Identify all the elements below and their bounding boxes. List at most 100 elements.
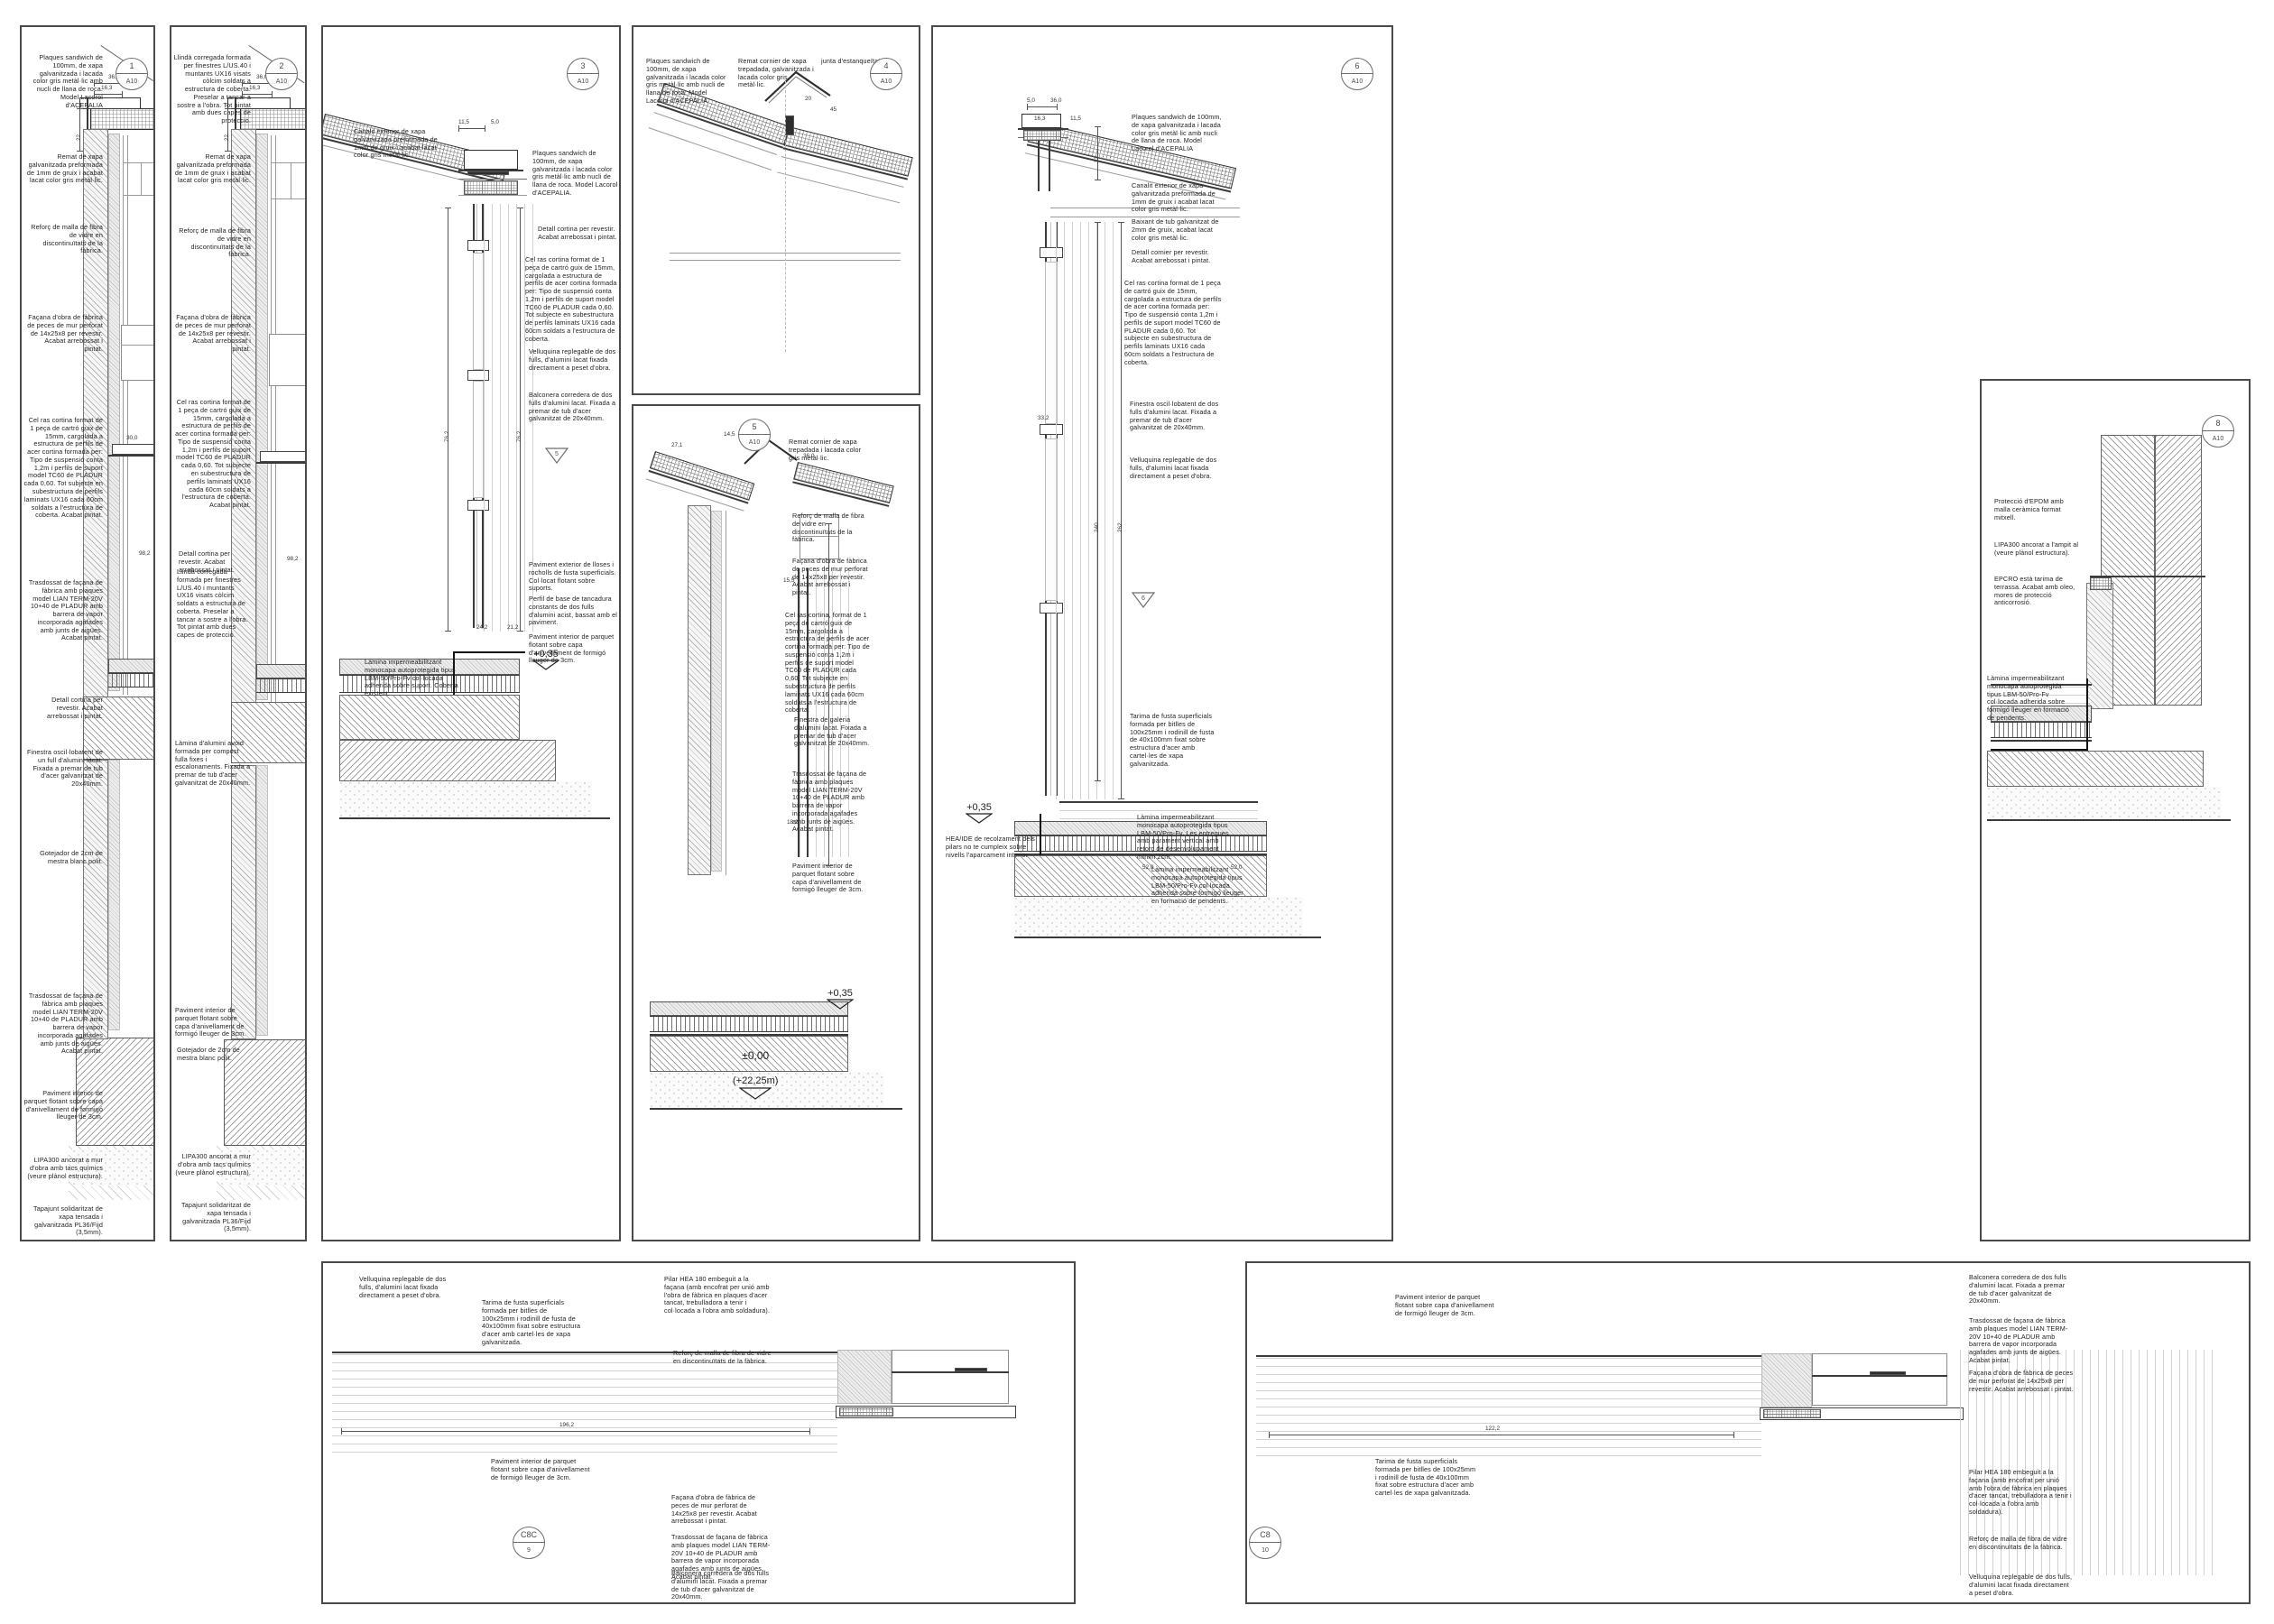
bubble-number: C8 [1250,1527,1280,1543]
dimension-text: 30,0 [126,435,138,441]
detail-panel-4[interactable]: Plaques sandwich de 100mm, de xapa galva… [632,25,920,395]
annotation-text: Paviment exterior de lloses i rocholls d… [529,560,616,593]
annotation-text: Tarima de fusta superficials formada per… [1375,1457,1476,1498]
annotation-text: LIPA300 ancorat a l'ampit al (veure plàn… [1994,540,2079,557]
detail-bubble[interactable]: 1 A10 [116,58,148,90]
svg-text:5: 5 [555,451,559,457]
annotation-text: Tarima de fusta superficials formada per… [1130,712,1215,768]
bubble-ref: A10 [1351,78,1363,85]
annotation-text: Perfil de base de tancadura constants de… [529,595,617,627]
dimension-text: 24,2 [476,624,488,631]
annotation-text: Balconera corredera de dos fulls d'alumi… [1969,1273,2067,1306]
bubble-number: 2 [266,59,297,74]
bubble-ref: A10 [880,78,892,85]
dimension-text: 22 [1094,155,1100,162]
detail-panel-6[interactable]: Plaques sandwich de 100mm, de xapa galva… [931,25,1393,1241]
detail-bubble[interactable]: 2 A10 [265,58,298,90]
section-marker-icon: 5 [544,448,569,464]
bubble-ref: A10 [577,78,589,85]
dimension-text: 52,0 [1142,864,1154,871]
detail-panel-2[interactable]: Llindà corregada formada per finestres L… [170,25,307,1241]
annotation-text: Baixant de tub galvanitzat de 2mm de gru… [1132,217,1219,242]
annotation-text: Paviment interior de parquet flotant sob… [1395,1293,1494,1317]
elevation-marker: +0,35 [966,790,993,835]
detail-bubble[interactable]: C8C 9 [513,1527,545,1559]
dimension-text: 36,0 [256,74,268,80]
annotation-text: Protecció d'EPDM amb malla ceràmica form… [1994,497,2064,521]
dimension-text: 196,2 [559,1422,574,1428]
dimension-text: 76,2 [444,430,450,442]
detail-bubble[interactable]: 3 A10 [567,58,599,90]
annotation-text: Plaques sandwich de 100mm, de xapa galva… [532,149,618,197]
bubble-ref: A10 [2212,436,2224,442]
annotation-text: Balconera corredera de dos fulls d'alumi… [671,1569,770,1601]
detail-panel-1[interactable]: Plaques sandwich de 100mm, de xapa galva… [20,25,155,1241]
bubble-number: 6 [1342,59,1373,74]
annotation-text: Paviment interior de parquet flotant sob… [792,862,864,894]
bubble-ref: 10 [1262,1547,1269,1554]
bubble-ref: A10 [748,439,761,446]
dimension-text: 76,2 [516,430,522,442]
bubble-ref: 9 [527,1547,531,1554]
dimension-text: 5,0 [1027,97,1035,104]
dimension-text: 262 [1117,522,1123,532]
annotation-text: Remat cornier de xapa trepadada i lacada… [789,438,862,462]
detail-panel-7[interactable]: Protecció d'EPDM amb malla ceràmica form… [1980,379,2251,1241]
bubble-number: 1 [116,59,147,74]
bubble-number: 3 [568,59,598,74]
dimension-text: 122,2 [1485,1426,1500,1432]
dimension-text: 98,2 [139,550,151,557]
bubble-ref: A10 [275,78,288,85]
dimension-text: 36,0 [803,453,815,459]
dimension-text: 22 [224,134,230,141]
dimension-text: 11,5 [1070,115,1081,122]
detail-bubble[interactable]: 6 A10 [1341,58,1373,90]
section-marker-icon: 6 [1131,592,1156,608]
dimension-text: 21,2 [507,624,519,631]
annotation-text: Finestra oscil·lobatent de dos fulls d'a… [1130,400,1219,432]
dimension-text: 45 [830,106,837,113]
dimension-text: 22 [76,134,82,141]
detail-bubble[interactable]: 5 A10 [738,419,771,451]
bubble-number: 4 [871,59,901,74]
annotation-text: Tarima de fusta superficials formada per… [482,1298,581,1346]
annotation-text: Cel ras cortina format de 1 peça de cart… [1124,279,1222,366]
detail-bubble[interactable]: C8 10 [1249,1527,1281,1559]
dimension-text: 14,5 [724,431,735,438]
annotation-text: EPCRO està tarima de terrassa. Acabat am… [1994,575,2075,607]
dimension-text: 16,3 [101,85,113,91]
annotation-text: Balconera corredera de dos fulls d'alumi… [529,391,616,423]
elevation-marker-datum: ±0,00 (+22,25m) [733,1038,778,1112]
dimension-text: 36,0 [1050,97,1062,104]
annotation-text: Velluquina replegable de dos fulls, d'al… [359,1275,447,1299]
dimension-text: 18,2 [787,819,799,826]
dimension-text: 33,2 [1038,415,1049,421]
annotation-text: Detall cornier per revestir. Acabat arre… [1132,248,1211,264]
annotation-text: Tapajunt solidaritzat de xapa tensada i … [33,1204,103,1237]
elevation-marker: +0,35 [827,976,854,1021]
detail-panel-9[interactable]: 122,2 Paviment interior de parquet flota… [1245,1261,2251,1604]
annotation-text: Façana d'obra de fàbrica de peces de mur… [671,1493,757,1526]
annotation-text: Paviment interior de parquet flotant sob… [491,1457,590,1481]
dimension-text: 240 [1094,522,1100,532]
ridge-flashing-icon [764,70,831,104]
detail-bubble[interactable]: 4 A10 [870,58,902,90]
detail-panel-5[interactable]: Remat cornier de xapa trepadada i lacada… [632,404,920,1241]
bubble-number: 5 [739,420,770,435]
dimension-text: 15,5 [783,577,795,584]
dimension-text: 20 [805,96,812,102]
detail-bubble[interactable]: 8 A10 [2202,415,2234,448]
detail-panel-3[interactable]: Canalit exterior de xapa galvanitzada pr… [321,25,621,1241]
bubble-number: C8C [513,1527,544,1543]
annotation-text: Velluquina replegable de dos fulls, d'al… [1130,456,1217,480]
annotation-text: Velluquina replegable de dos fulls, d'al… [1969,1573,2073,1597]
annotation-text: Cel ras cortina format de 1 peça de cart… [525,255,617,343]
detail-panel-8[interactable]: 196,2 Velluquina replegable de dos fulls… [321,1261,1076,1604]
bubble-number: 8 [2203,416,2233,431]
annotation-text: Detall cortina per revestir. Acabat arre… [538,225,617,241]
elevation-marker: +0,35 [532,637,559,682]
dimension-text: 98,2 [287,556,299,562]
dimension-text: 52,0 [1231,864,1243,871]
dimension-text: 36,0 [108,74,120,80]
